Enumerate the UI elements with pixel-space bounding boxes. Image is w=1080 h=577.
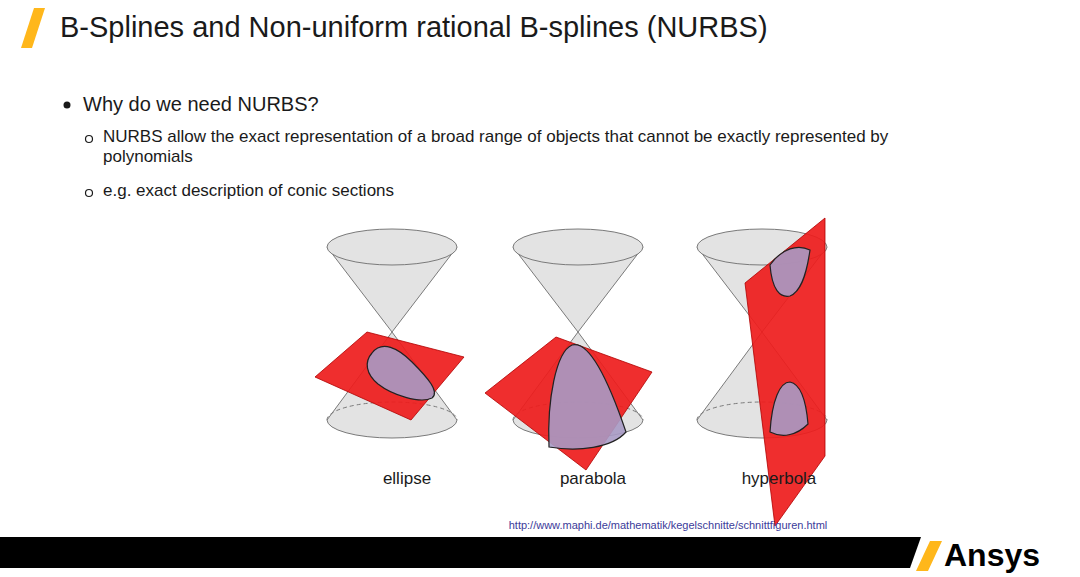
hyperbola-branch <box>770 247 810 296</box>
company-logo: Ansys <box>944 536 1074 574</box>
ellipse-section <box>367 346 434 399</box>
figure-caption: hyperbola <box>719 469 839 489</box>
cutting-plane <box>315 332 464 420</box>
accent-slash <box>21 8 45 48</box>
parabola-section <box>549 345 626 449</box>
bullet-dot <box>64 102 71 109</box>
footer-bar <box>0 537 921 568</box>
figure-caption: parabola <box>533 469 653 489</box>
hyperbola-branch <box>770 382 808 435</box>
cutting-plane <box>485 337 652 470</box>
sub-bullet <box>86 190 93 197</box>
figure-caption: ellipse <box>347 469 467 489</box>
source-url: http://www.maphi.de/mathematik/kegelschn… <box>498 519 838 532</box>
logo-slash <box>916 541 942 571</box>
sub-bullet-text: e.g. exact description of conic sections <box>103 181 703 201</box>
slide-title: B-Splines and Non-uniform rational B-spl… <box>60 10 1060 45</box>
bullet-text: Why do we need NURBS? <box>83 92 783 116</box>
sub-bullet-text: NURBS allow the exact representation of … <box>103 127 933 168</box>
sub-bullet <box>86 136 93 143</box>
